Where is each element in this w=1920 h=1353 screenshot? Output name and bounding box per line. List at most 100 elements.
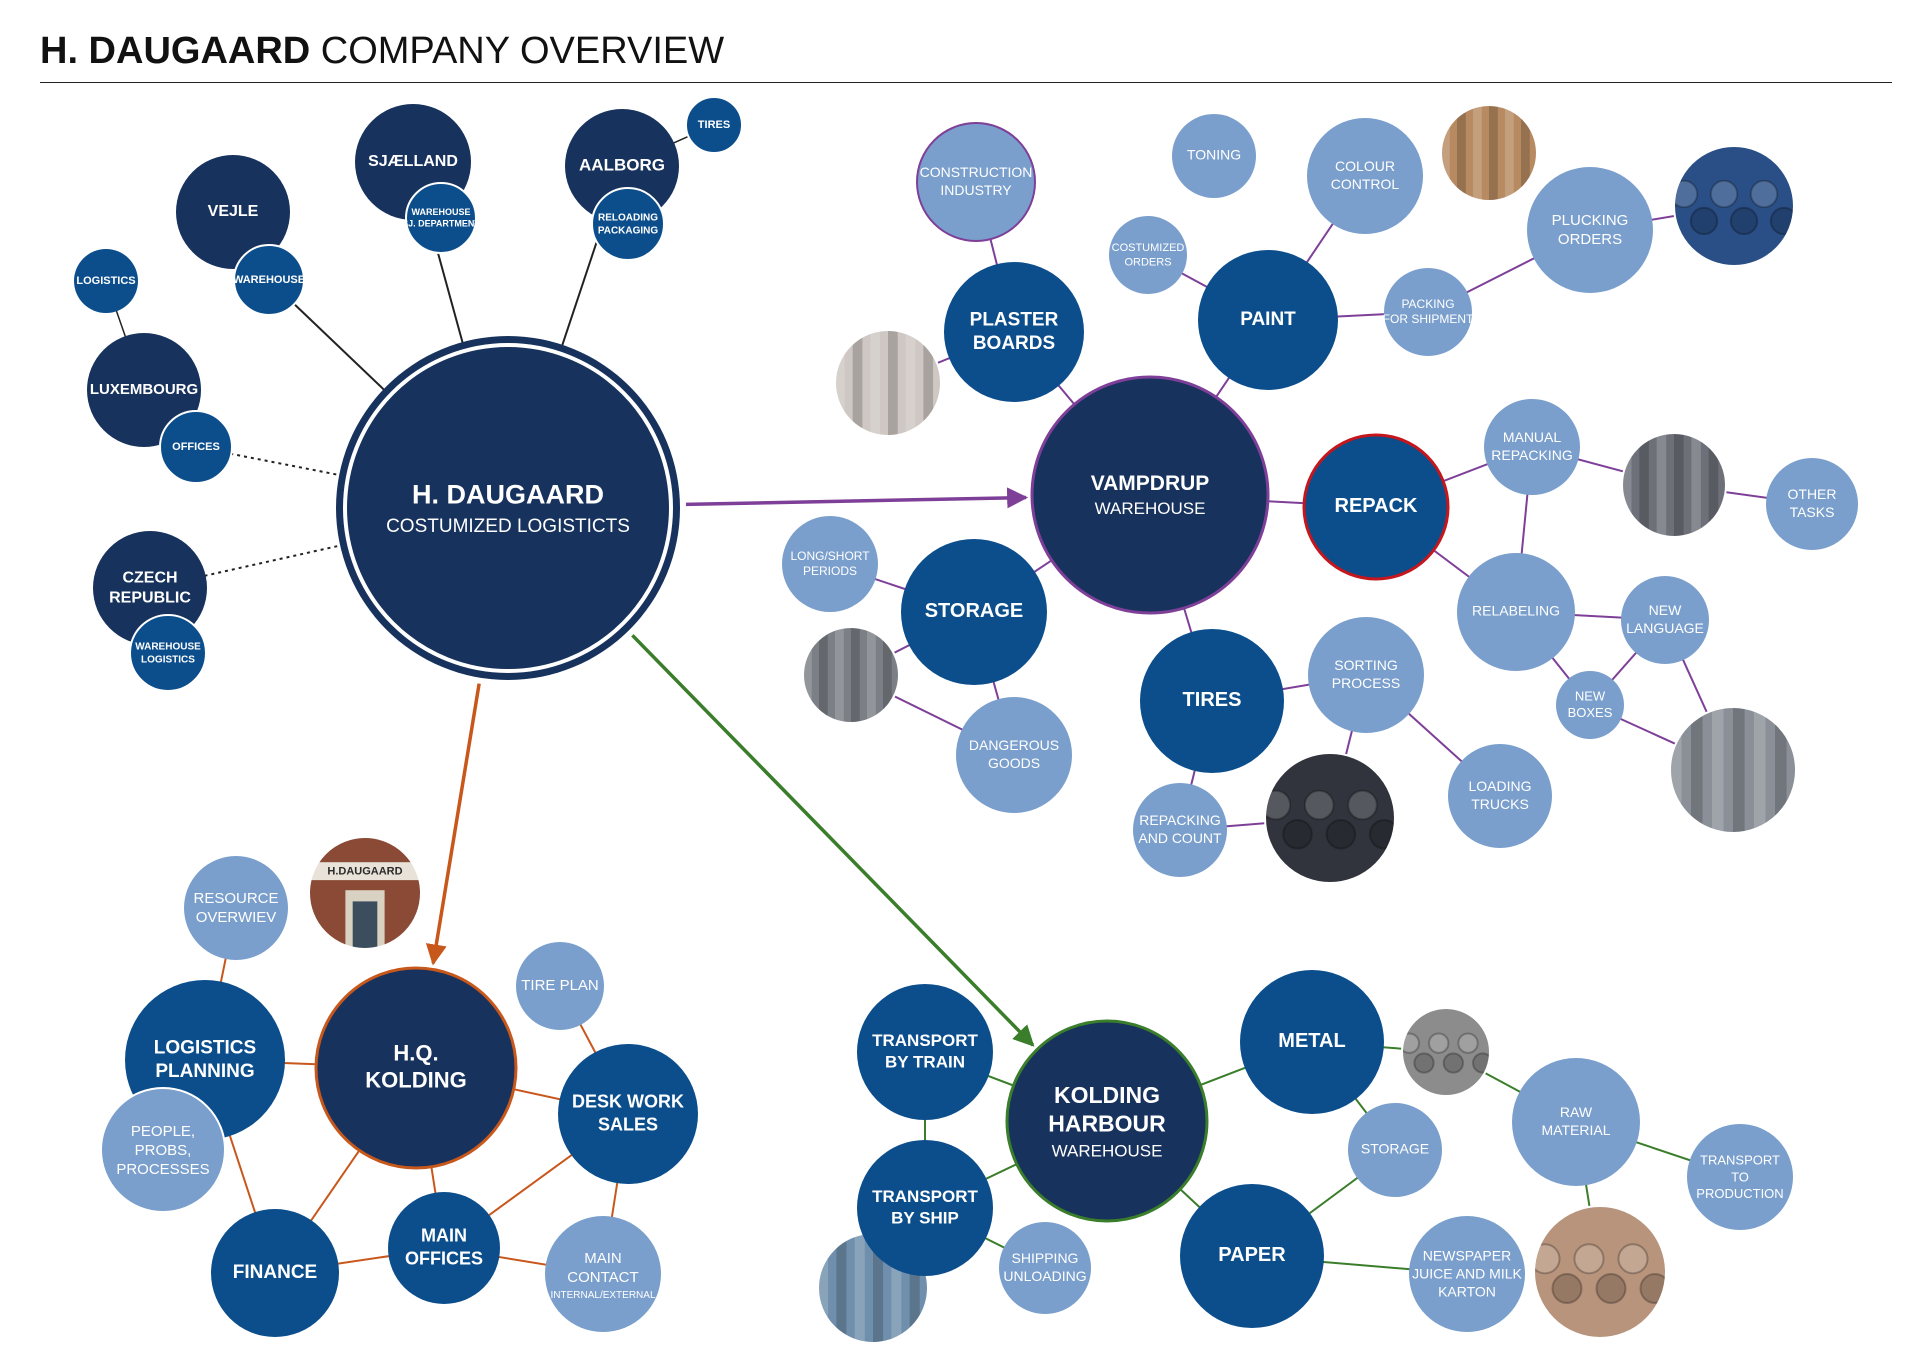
node-repack: REPACK [1302,433,1450,581]
node-label: ORDERS [1558,231,1622,248]
page-title: H. DAUGAARD COMPANY OVERVIEW [40,30,724,73]
node-label: MAIN [421,1226,467,1246]
link-hd-czech [149,507,509,589]
node-label: CONTROL [1331,176,1400,192]
node-label: OFFICES [405,1248,483,1268]
node-label: MANUAL [1503,429,1562,445]
node-label: AND COUNT [1138,830,1222,846]
node-label: TRANSPORT [1700,1153,1780,1168]
photo-repack [1621,432,1727,538]
arrow-hd-vampdrup [685,487,1029,509]
node-label: TRUCKS [1471,796,1529,812]
node-label: PRODUCTION [1696,1186,1783,1201]
node-label: MATERIAL [1542,1122,1611,1138]
node-label: LOGISTICS [154,1037,256,1058]
node-aalborg: AALBORG [565,109,679,223]
node-label: RAW [1560,1104,1593,1120]
node-label: TIRE PLAN [521,977,599,994]
title-divider [40,82,1892,83]
node-label: SORTING [1334,657,1398,673]
node-label: COSTUMIZED LOGISTICTS [386,516,630,537]
node-manual: MANUAL REPACKING [1484,399,1580,495]
node-offices: OFFICES [159,410,233,484]
node-label: STORAGE [925,600,1024,622]
photo-boxes [1669,706,1797,834]
node-label: TO [1731,1169,1749,1184]
node-relabeling: RELABELING [1457,553,1575,671]
node-label: LOADING [1468,778,1531,794]
node-label: DANGEROUS [969,737,1059,753]
node-label: PERIODS [803,564,857,578]
node-label: RELABELING [1472,603,1560,619]
arrow-hd-kolding [631,634,1035,1047]
node-label: AALBORG [579,155,665,174]
node-tireplan: TIRE PLAN [516,942,604,1030]
node-label: LONG/SHORT [790,549,870,563]
node-label: KOLDING [1054,1082,1160,1108]
node-label: PROBS, [135,1142,192,1159]
node-label: WAREHOUSE [135,642,201,653]
node-label: INTERNAL/EXTERNAL [550,1290,655,1301]
node-tires: TIRES [1140,629,1284,773]
title-rest: COMPANY OVERVIEW [320,30,725,72]
photo-hq-building: H.DAUGAARD [308,836,422,950]
node-label: REPACKING [1491,447,1572,463]
node-label: FINANCE [233,1262,317,1283]
node-label: GOODS [988,755,1040,771]
node-plaster: PLASTER BOARDS [944,262,1084,402]
node-label: DESK WORK [572,1092,684,1112]
node-label: PROCESSES [116,1161,209,1178]
node-hq: H.Q.KOLDING [314,966,518,1170]
node-paper: PAPER [1180,1184,1324,1328]
node-label: METAL [1278,1030,1345,1052]
node-label: PLUCKING [1552,212,1629,229]
node-label: LANGUAGE [1626,620,1704,636]
node-label: BOARDS [973,333,1055,354]
node-label: BOXES [1568,705,1613,720]
node-label: OTHER [1788,486,1837,502]
node-storage: STORAGE [901,539,1047,685]
node-label: NEW [1649,602,1682,618]
node-label: PACKING [1401,297,1454,311]
node-vejle: VEJLE [176,155,290,269]
node-label: CZECH [122,569,177,586]
node-label: PLASTER [970,309,1059,330]
node-tires-s: TIRES [685,96,743,154]
photo-caption: H.DAUGAARD [327,866,402,878]
node-label: SJÆLLAND [368,153,458,170]
node-finance: FINANCE [211,1209,339,1337]
node-label: SHIPPING [1012,1250,1079,1266]
node-label: VEJLE [208,203,259,220]
photo-plaster [834,329,942,437]
node-label: TASKS [1790,504,1835,520]
photo-tires [1264,752,1396,884]
node-label: RESOURCE [193,890,278,907]
node-label: OFFICES [172,441,220,453]
node-label: PEOPLE, [131,1123,195,1140]
node-logistics-s: LOGISTICS [74,249,138,313]
node-dangerous: DANGEROUS GOODS [956,697,1072,813]
node-label: WAREHOUSE [233,274,305,286]
node-label: CONSTRUCTION [920,164,1033,180]
node-label: CONTACT [567,1269,638,1286]
node-label: H. DAUGAARD [412,479,604,509]
node-loading: LOADING TRUCKS [1448,744,1552,848]
node-paint: PAINT [1198,250,1338,390]
node-label: COSTUMIZED [1112,242,1185,254]
node-label: TIRES [698,119,730,131]
node-label: REPUBLIC [109,590,191,607]
